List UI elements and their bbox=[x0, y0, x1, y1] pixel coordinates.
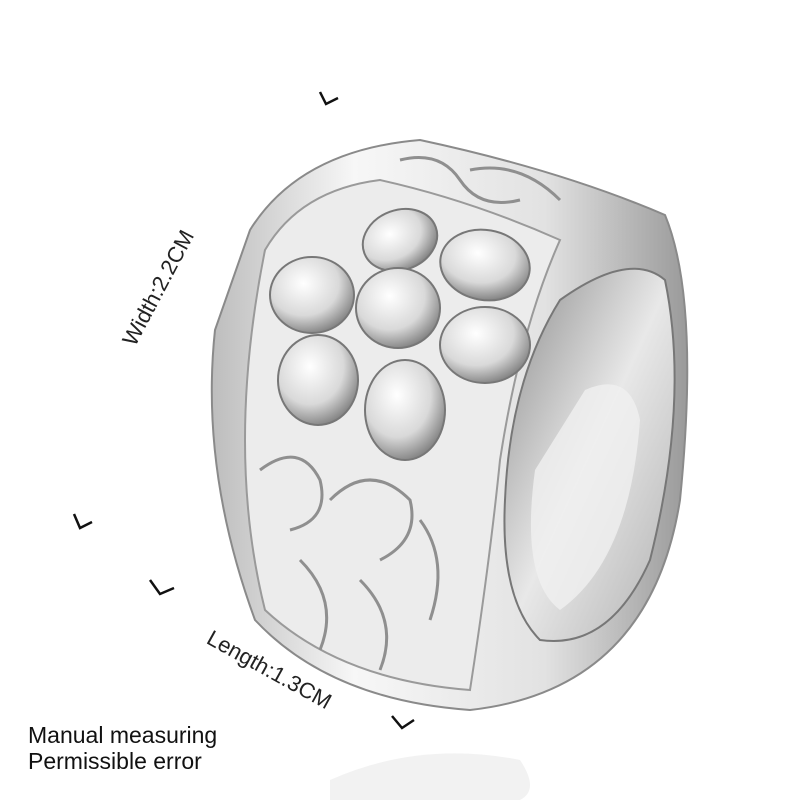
measure-corner-marks bbox=[72, 91, 415, 730]
note-permissible-error: Permissible error bbox=[28, 748, 202, 774]
filigree-pattern bbox=[259, 156, 562, 671]
note-manual-measuring: Manual measuring bbox=[28, 722, 218, 748]
flower-ornament bbox=[269, 207, 531, 461]
